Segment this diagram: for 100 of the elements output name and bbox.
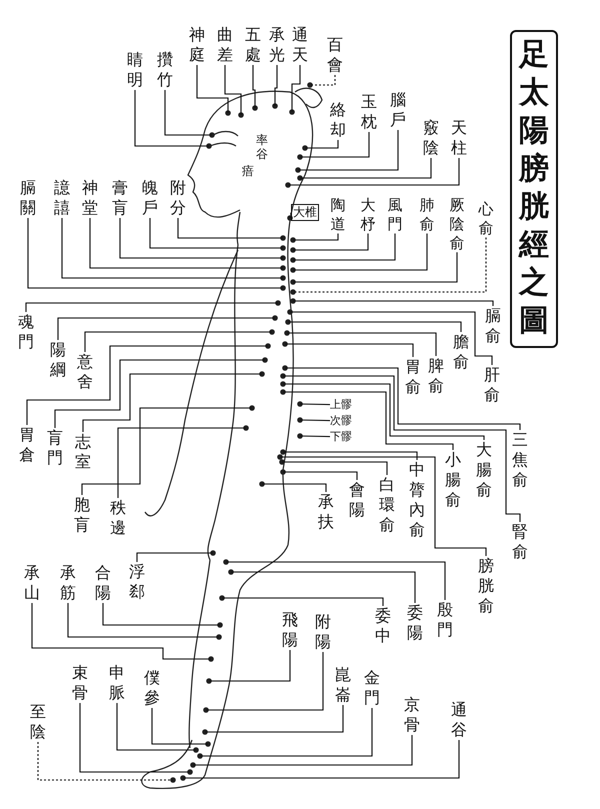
point-label: 合陽: [95, 563, 111, 603]
point-label: 承光: [269, 25, 285, 65]
leader-line: [209, 650, 291, 682]
point-label: 束骨: [72, 663, 88, 703]
point-label: 承山: [24, 563, 40, 603]
point-label: 攢竹: [157, 50, 173, 90]
point-label: 肺俞: [420, 196, 434, 234]
point-label: 胞肓: [74, 495, 90, 535]
leader-line: [293, 234, 428, 271]
point-label: 委陽: [407, 603, 423, 643]
leader-line: [82, 373, 262, 432]
leader-line: [288, 321, 462, 332]
point-label: 承扶: [318, 492, 334, 532]
point-label: 腦戶: [390, 90, 406, 130]
point-label: 膈俞: [485, 306, 501, 346]
point-label: 膏肓: [112, 178, 128, 218]
point-label: 風門: [388, 196, 402, 234]
leader-line: [226, 561, 446, 600]
point-label: 申脈: [109, 663, 125, 703]
point-label: 曲差: [217, 25, 233, 65]
leader-line: [26, 345, 268, 425]
point-label: 委中: [375, 606, 391, 646]
leader-line: [298, 130, 399, 171]
leader-line: [288, 158, 460, 186]
point-label: 絡却: [330, 100, 346, 140]
point-label: 會陽: [349, 480, 365, 520]
point-label: 大杼: [360, 196, 376, 234]
leader-line: [61, 218, 283, 279]
point-label: 脾俞: [428, 356, 444, 396]
leader-line: [81, 407, 252, 495]
leader-line: [274, 65, 278, 106]
leader-line: [293, 252, 458, 283]
leader-line: [290, 311, 493, 365]
leader-line: [54, 359, 265, 428]
point-label: 浮郄: [129, 562, 145, 602]
leader-line: [293, 300, 494, 306]
leader-line: [193, 735, 413, 766]
leader-line: [31, 603, 211, 660]
point-label: 陽綱: [50, 340, 66, 380]
point-label: 玉枕: [361, 92, 377, 132]
point-label: 睛明: [127, 50, 143, 90]
leader-line: [305, 140, 339, 149]
leader-line: [293, 234, 396, 261]
leader-line: [37, 742, 173, 781]
leader-line: [67, 603, 219, 638]
leader-line: [283, 383, 485, 440]
point-label: 通谷: [451, 700, 467, 740]
point-label: 金門: [364, 668, 380, 708]
leader-line: [89, 218, 283, 269]
leader-line: [283, 391, 454, 450]
point-label: 膈關: [20, 178, 36, 218]
point-label: 膀胱俞: [478, 556, 494, 616]
leader-line: [282, 461, 388, 475]
point-label: 京骨: [404, 695, 420, 735]
point-label: 神堂: [82, 178, 98, 218]
leader-line: [283, 375, 521, 522]
point-label: 竅陰: [423, 118, 439, 158]
leader-line: [300, 419, 330, 422]
leader-line: [283, 451, 418, 460]
title-panel: 足太陽膀胱經之圖: [510, 30, 558, 348]
leader-line: [116, 703, 196, 751]
leader-line: [300, 435, 330, 438]
point-label: 上髎: [330, 398, 352, 412]
point-label: 厥陰俞: [450, 196, 464, 252]
point-label: 瘖: [242, 165, 254, 179]
leader-line: [136, 552, 213, 562]
point-label: 膽俞: [453, 332, 469, 372]
point-label: 胃倉: [19, 425, 35, 465]
leader-line: [289, 212, 292, 218]
leader-line: [205, 705, 344, 733]
leader-line: [231, 571, 416, 603]
point-label: 秩邊: [110, 498, 126, 538]
leader-line: [164, 90, 212, 136]
point-label: 肝俞: [484, 365, 500, 405]
point-label: 小腸俞: [445, 450, 461, 510]
leader-line: [300, 403, 330, 406]
leader-line: [280, 456, 487, 556]
point-label: 心俞: [478, 200, 494, 238]
point-label: 意舍: [77, 352, 93, 392]
point-label: 三焦俞: [512, 430, 528, 490]
leader-line: [300, 158, 432, 179]
leader-line: [183, 740, 460, 779]
point-label: 百會: [327, 35, 343, 75]
point-label: 附陽: [315, 612, 331, 652]
leader-line: [310, 75, 336, 86]
leader-line: [293, 234, 339, 241]
leader-line: [206, 652, 324, 711]
leader-line: [102, 603, 220, 626]
leader-line: [196, 65, 229, 113]
leader-line: [151, 708, 208, 745]
leader-line: [262, 483, 327, 492]
point-label: 陶道: [330, 196, 346, 234]
point-label: 魂門: [18, 312, 34, 352]
point-label: 通天: [292, 25, 308, 65]
point-label: 僕參: [144, 668, 160, 708]
leader-line: [117, 427, 246, 498]
leader-line: [291, 65, 301, 112]
point-label: 率谷: [256, 134, 268, 162]
leader-line: [27, 218, 283, 289]
point-label: 大椎: [291, 204, 319, 222]
